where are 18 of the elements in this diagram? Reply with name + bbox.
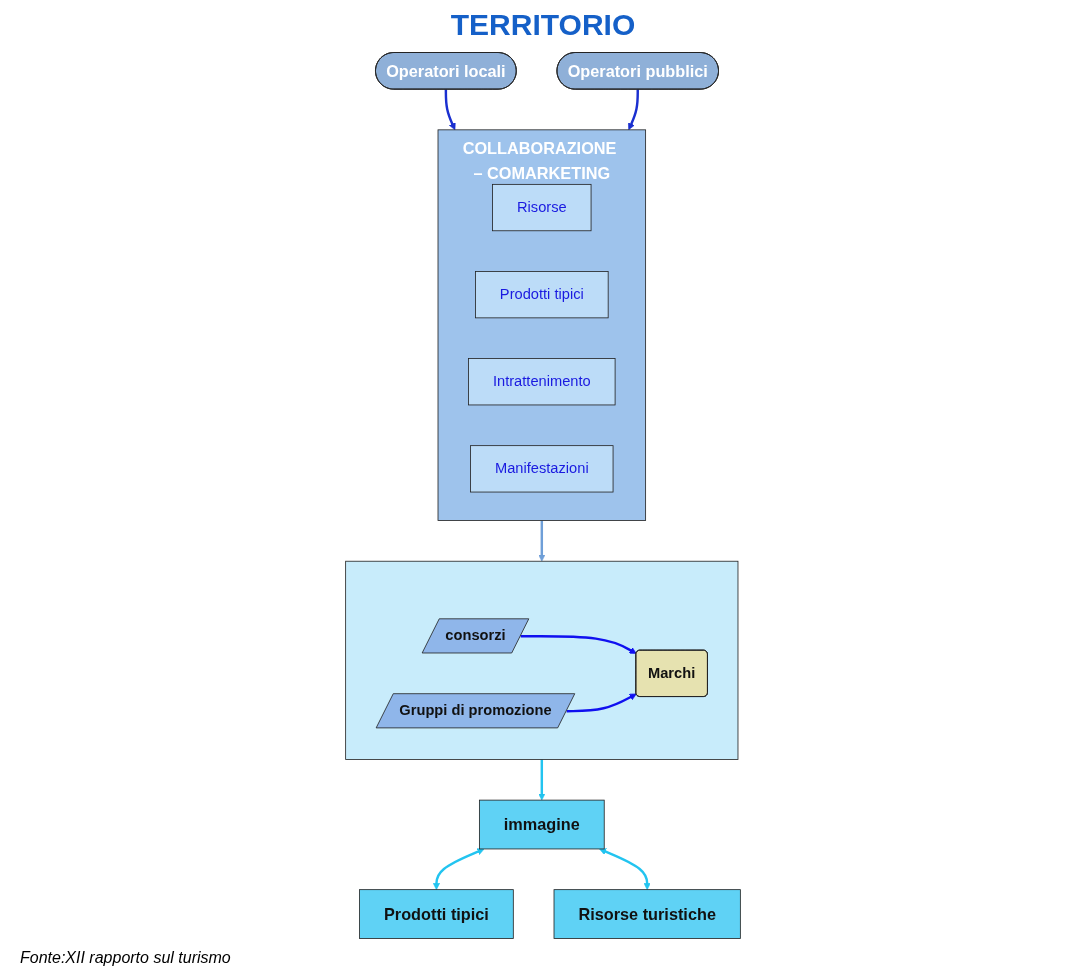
arrow xyxy=(432,848,485,890)
node-box: Prodotti tipici xyxy=(475,271,609,319)
arrow xyxy=(566,693,637,713)
cluster xyxy=(345,560,739,760)
node-box: immagine xyxy=(479,799,605,850)
caption: Fonte:XII rapporto sul turismo xyxy=(20,949,231,967)
arrow xyxy=(628,89,639,131)
node-box: Risorse xyxy=(492,183,592,232)
arrow xyxy=(520,635,637,654)
node-box: Manifestazioni xyxy=(470,445,614,493)
node-box: Risorse turistiche xyxy=(553,889,741,939)
title: TERRITORIO xyxy=(450,8,636,42)
node-box: Prodotti tipici xyxy=(359,889,514,939)
arrow xyxy=(444,89,456,131)
node-box: Intrattenimento xyxy=(468,358,616,406)
arrow xyxy=(538,520,546,562)
arrow xyxy=(538,759,546,801)
arrow xyxy=(599,848,651,890)
